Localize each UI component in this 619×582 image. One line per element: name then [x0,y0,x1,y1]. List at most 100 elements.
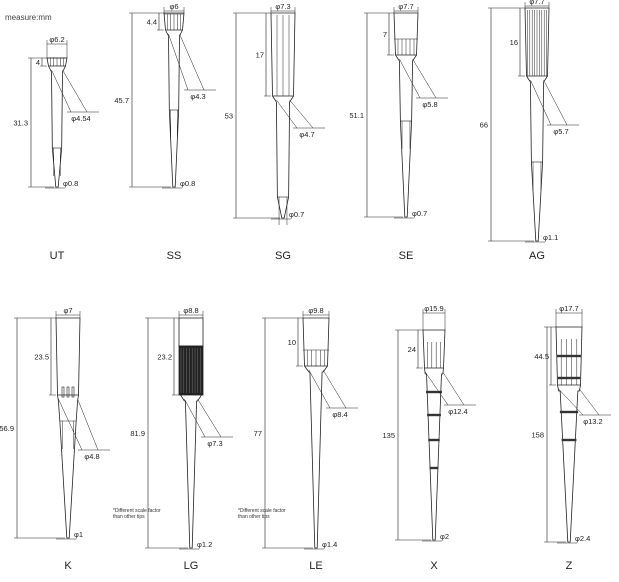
total-length-label: 135 [382,431,395,440]
tip-diameter-label: φ1 [74,530,83,539]
tip-label: K [64,560,72,572]
head-length-dimension: 17 [256,13,271,97]
top-diameter-dimension: φ7.3 [270,2,296,13]
total-length-dimension: 81.9 [130,317,188,549]
head-length-label: 44.5 [534,352,549,361]
tip-diameter-label: φ1.1 [543,233,558,242]
head-length-dimension: 44.5 [534,327,556,386]
tip-outline [46,57,68,188]
head-length-label: 10 [288,338,296,347]
tip-label: X [430,560,438,572]
head-length-label: 16 [510,38,518,47]
top-diameter-dimension: φ9.8 [302,306,330,318]
tip-diameter-dimension: φ1.4 [304,540,337,550]
total-length-dimension: 135 [382,329,431,541]
top-diameter-dimension: φ7.7 [524,0,550,8]
head-length-label: 4 [36,58,40,67]
tip-diameter-label: φ0.7 [289,210,304,219]
head-length-dimension: 4.4 [147,13,164,31]
head-length-label: 24 [408,345,416,354]
top-diameter-label: φ8.8 [183,306,198,315]
scale-note: than other tips [238,514,270,520]
mid-diameter-dimension: φ5.8 [399,58,448,109]
scale-note: *Different scale factor [113,508,161,514]
total-length-dimension: 56.9 [0,317,65,539]
head-length-label: 23.5 [34,353,49,362]
tip-label: SS [167,250,182,262]
tip-label: LG [184,560,199,572]
total-length-label: 31.3 [13,119,28,128]
head-length-label: 7 [383,30,387,39]
head-length-dimension: 23.2 [157,318,179,396]
top-diameter-label: φ7.3 [275,2,290,11]
head-length-dimension: 4 [36,58,47,67]
head-length-dimension: 10 [288,318,303,367]
tip-label: UT [50,250,65,262]
total-length-dimension: 45.7 [114,12,171,188]
mid-diameter-label: φ4.8 [84,452,99,461]
head-length-dimension: 16 [510,8,525,77]
measure-unit-label: measure:mm [5,13,52,22]
tip-outline [393,12,419,218]
mid-diameter-dimension: φ4.8 [58,398,110,461]
total-length-dimension: 158 [531,326,566,543]
tip-outline [422,329,446,541]
total-length-dimension: 31.3 [13,57,54,188]
top-diameter-dimension: φ6 [163,2,185,13]
tip-diameter-dimension: φ0.8 [162,179,195,189]
mid-diameter-dimension: φ7.3 [184,398,233,448]
tip-outline [178,317,204,549]
top-diameter-label: φ15.9 [424,304,443,313]
tip-diameter-dimension: φ0.7 [394,209,427,219]
mid-diameter-dimension: φ4.7 [276,99,325,139]
mid-diameter-label: φ5.8 [422,100,437,109]
mid-diameter-label: φ8.4 [332,410,347,419]
tip-diameter-dimension: φ1 [56,530,83,540]
total-length-label: 81.9 [130,429,145,438]
total-length-label: 66 [480,121,488,130]
total-length-dimension: 77 [254,317,313,549]
head-length-label: 23.2 [157,353,172,362]
tip-diameter-dimension: φ2 [422,532,449,542]
total-length-label: 56.9 [0,424,14,433]
head-length-label: 4.4 [147,18,157,27]
scale-note: than other tips [113,514,145,520]
tip-outline [55,317,81,539]
top-diameter-label: φ17.7 [559,304,578,313]
total-length-dimension: 66 [480,7,534,242]
tip-label: SE [399,250,414,262]
tip-diameter-label: φ0.7 [412,209,427,218]
total-length-label: 77 [254,429,262,438]
top-diameter-label: φ6 [169,2,178,11]
tip-label: Z [566,560,573,572]
mid-diameter-dimension: φ8.4 [308,369,358,419]
tip-diameter-dimension: φ2.4 [557,534,590,544]
top-diameter-dimension: φ6.2 [46,35,68,58]
tip-ut: 31.3 4 φ6.2 φ4.54 φ0.8UT [13,35,99,262]
tip-lg: 81.9 23.2 φ8.8 φ7.3 φ1.2 *Different scale fac… [113,306,233,572]
tip-outline [270,12,296,225]
mid-diameter-label: φ7.3 [207,439,222,448]
mid-diameter-dimension: φ4.54 [51,69,99,123]
tip-diameter-dimension: φ1.2 [179,540,212,550]
tip-diameter-label: φ0.8 [180,179,195,188]
mid-diameter-label: φ13.2 [583,417,602,426]
top-diameter-dimension: φ8.8 [178,306,204,318]
tip-diameter-label: φ1.2 [197,540,212,549]
tip-outline [163,12,185,188]
mid-diameter-label: φ4.3 [190,92,205,101]
mid-diameter-label: φ5.7 [553,127,568,136]
top-diameter-label: φ6.2 [49,35,64,44]
tip-ss: 45.7 4.4 φ6 φ4.3 φ0.8SS [114,2,216,262]
tip-diameter-label: φ0.8 [63,179,78,188]
total-length-label: 45.7 [114,96,129,105]
total-length-label: 51.1 [349,111,364,120]
tip-diameter-dimension: φ0.8 [45,179,78,189]
top-diameter-label: φ9.8 [308,306,323,315]
top-diameter-dimension: φ17.7 [555,304,583,327]
head-length-dimension: 7 [383,13,394,56]
